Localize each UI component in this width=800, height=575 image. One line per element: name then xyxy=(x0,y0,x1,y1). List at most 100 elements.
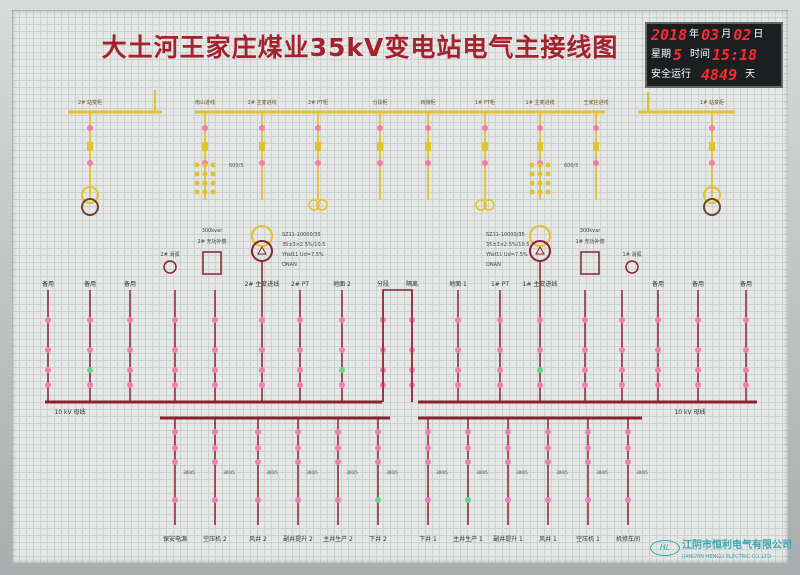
breaker-icon xyxy=(593,142,599,151)
outgoing-feeder-label: 保安电源 xyxy=(163,535,187,543)
current-transformer-icon xyxy=(202,171,208,177)
outgoing-feeder-label: 副井提升 2 xyxy=(283,535,313,543)
mv-lamp xyxy=(335,497,341,503)
mv-lamp xyxy=(455,347,461,353)
hv-lamp xyxy=(482,160,488,166)
breaker-icon xyxy=(87,142,93,151)
transformer-spec: SZ11-10000/35 xyxy=(282,232,321,238)
page-title: 大土河王家庄煤业35kV变电站电气主接线图 xyxy=(101,33,619,62)
mv-lamp xyxy=(375,497,381,503)
station-transformer-icon xyxy=(81,186,99,204)
mv-lamp xyxy=(619,382,625,388)
ct-ratio-label: 300/5 xyxy=(436,470,448,475)
mv-lamp xyxy=(87,347,93,353)
delta-icon xyxy=(535,245,545,255)
weekday-label: 星期 xyxy=(651,49,671,60)
station-transformer-icon xyxy=(703,186,721,204)
mv-lamp xyxy=(695,317,701,323)
mv-lamp xyxy=(585,429,591,435)
mv-lamp xyxy=(537,367,543,373)
mv-lamp xyxy=(743,317,749,323)
mv-lamp xyxy=(87,317,93,323)
mv-lamp xyxy=(45,382,51,388)
breaker-icon xyxy=(482,142,488,151)
mv-lamp xyxy=(497,367,503,373)
mv-feeder-label: 备用 xyxy=(652,280,664,288)
hv-lamp xyxy=(259,125,265,131)
transformer-spec: YNd11 Ud=7.5% xyxy=(281,252,324,258)
mv-feeder-label: 2# PT xyxy=(291,281,309,288)
hv-feeder-label: 王家庄进线 xyxy=(583,99,608,106)
transformer-spec: 35±3×2.5%/10.5 xyxy=(486,242,529,248)
station-transformer-icon xyxy=(81,198,99,216)
mv-lamp xyxy=(212,382,218,388)
transformer-spec: SZ11-10000/35 xyxy=(486,232,525,238)
mv-lamp xyxy=(743,367,749,373)
mv-lamp xyxy=(655,382,661,388)
ct-ratio-label: 300/5 xyxy=(346,470,358,475)
time: 15:18 xyxy=(712,46,758,64)
hv-lamp xyxy=(593,125,599,131)
mv-lamp xyxy=(335,459,341,465)
mv-lamp xyxy=(505,445,511,451)
pt-icon xyxy=(483,199,495,211)
mv-lamp xyxy=(87,382,93,388)
hv-feeder-label: 2# 主变进线 xyxy=(248,99,277,106)
mv-feeder-label: 备用 xyxy=(42,280,54,288)
day: 02 xyxy=(733,26,752,44)
transformer-spec: YNd11 Ud=7.5% xyxy=(485,252,528,258)
current-transformer-icon xyxy=(545,189,551,195)
mv-lamp xyxy=(619,347,625,353)
ct-ratio-label: 300/5 xyxy=(386,470,398,475)
current-transformer-icon xyxy=(537,189,543,195)
mv-lamp xyxy=(425,429,431,435)
mv-lamp xyxy=(537,317,543,323)
bus-label-left: 10 kV 母线 xyxy=(54,408,85,416)
capacitor-bank-icon xyxy=(580,251,600,275)
mv-lamp xyxy=(259,347,265,353)
current-transformer-icon xyxy=(194,162,200,168)
mv-lamp xyxy=(625,497,631,503)
hv-lamp xyxy=(482,125,488,131)
breaker-icon xyxy=(425,142,431,151)
current-transformer-icon xyxy=(529,189,535,195)
mv-lamp xyxy=(695,382,701,388)
hv-lamp xyxy=(425,160,431,166)
mv-lamp xyxy=(172,459,178,465)
mv-lamp xyxy=(127,382,133,388)
pt-icon xyxy=(475,199,487,211)
transformer-spec: ONAN xyxy=(486,262,501,268)
main-transformer-lv-winding-icon xyxy=(529,240,551,262)
mv-lamp xyxy=(465,429,471,435)
logo-company-en: JIANGYIN HENGLI ELECTRIC CO.,LTD xyxy=(682,554,772,560)
days-unit: 天 xyxy=(745,69,756,80)
compensation-capacity: 300kvar xyxy=(580,228,601,234)
mv-lamp xyxy=(375,459,381,465)
mv-lamp xyxy=(425,497,431,503)
mv-lamp xyxy=(172,445,178,451)
mv-lamp xyxy=(545,445,551,451)
mv-lamp xyxy=(625,445,631,451)
month-unit: 月 xyxy=(721,29,732,40)
mv-lamp xyxy=(255,429,261,435)
current-transformer-icon xyxy=(210,162,216,168)
compensation-capacity: 300kvar xyxy=(202,228,223,234)
current-transformer-icon xyxy=(210,171,216,177)
ct-ratio-label: 300/5 xyxy=(636,470,648,475)
year: 2018 xyxy=(651,26,688,44)
current-transformer-icon xyxy=(545,162,551,168)
month: 03 xyxy=(701,26,720,44)
hv-lamp xyxy=(202,125,208,131)
mv-lamp xyxy=(497,317,503,323)
mv-lamp xyxy=(655,317,661,323)
current-transformer-icon xyxy=(529,171,535,177)
current-transformer-icon xyxy=(537,171,543,177)
pt-icon xyxy=(308,199,320,211)
mv-lamp xyxy=(339,382,345,388)
mv-lamp xyxy=(172,497,178,503)
weekday: 5 xyxy=(673,46,683,64)
hv-lamp xyxy=(593,160,599,166)
station-transformer-icon xyxy=(703,198,721,216)
